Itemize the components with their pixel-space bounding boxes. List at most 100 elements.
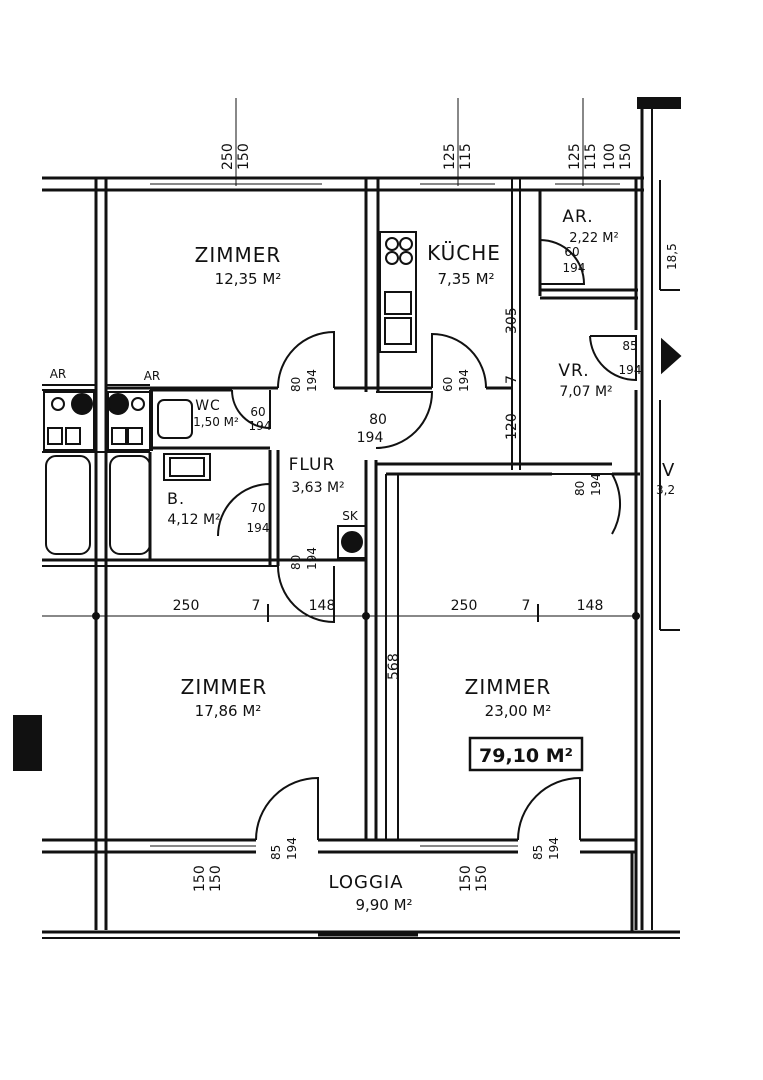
door-loggia-left [255, 776, 319, 841]
svg-text:150: 150 [618, 143, 634, 170]
room-name-loggia: LOGGIA [328, 872, 403, 893]
room-area-loggia: 9,90 M² [355, 896, 412, 914]
door-zimmer-right [552, 473, 622, 535]
svg-text:85: 85 [531, 845, 545, 860]
wall-bottom-rooms [42, 838, 636, 854]
label-sk: SK [342, 509, 359, 523]
svg-text:85: 85 [269, 845, 283, 860]
door-bad [217, 482, 271, 537]
sk-shaft [337, 525, 367, 559]
svg-text:125: 125 [567, 143, 583, 170]
svg-text:150: 150 [208, 865, 224, 892]
room-area-wc: 1,50 M² [193, 415, 239, 429]
svg-text:60: 60 [250, 405, 265, 419]
dim-row-right-c: 148 [577, 598, 604, 614]
door-label-zimmer-top: 80 194 [289, 369, 319, 392]
room-area-zimmer-left: 17,86 M² [195, 702, 262, 720]
door-wc [231, 389, 271, 430]
door-kueche [431, 332, 487, 389]
left-black-block [13, 715, 42, 771]
room-area-zimmer-right: 23,00 M² [485, 702, 552, 720]
room-name-ar: AR. [562, 207, 593, 227]
wall-kueche-vr [511, 178, 521, 470]
svg-text:115: 115 [458, 143, 474, 170]
door-label-flur: 80 194 [357, 412, 387, 446]
svg-text:80: 80 [289, 377, 303, 392]
room-name-bad: B. [167, 489, 185, 508]
svg-text:194: 194 [589, 473, 603, 496]
svg-text:70: 70 [250, 501, 265, 515]
room-area-zimmer-top: 12,35 M² [215, 270, 282, 288]
dim-right-edge: 18,5 [665, 243, 679, 270]
wall-left-column [94, 178, 108, 930]
dim-row-right-a: 250 [451, 598, 478, 614]
labels-layer: ZIMMER 12,35 M² KÜCHE 7,35 M² AR. 2,22 M… [50, 143, 679, 914]
wet-rooms [42, 384, 366, 567]
svg-text:80: 80 [573, 481, 587, 496]
svg-text:150: 150 [236, 143, 252, 170]
dim-window-top-right: 125 115 [567, 143, 599, 170]
total-area: 79,10 M² [479, 745, 573, 767]
room-name-zimmer-left: ZIMMER [181, 675, 268, 699]
svg-text:7: 7 [504, 375, 520, 384]
dim-window-bottom-right: 150 150 [458, 865, 490, 892]
top-right-bar [637, 97, 681, 109]
svg-text:60: 60 [441, 377, 455, 392]
doors [217, 239, 637, 841]
exterior-wall-top [42, 176, 644, 192]
svg-text:80: 80 [289, 555, 303, 570]
svg-text:194: 194 [247, 521, 270, 535]
dim-window-top-mid: 125 115 [442, 143, 474, 170]
door-label-kueche-ar: 60 194 [563, 245, 586, 275]
svg-text:125: 125 [442, 143, 458, 170]
dim-row-left-a: 250 [173, 598, 200, 614]
wall-loggia [42, 852, 680, 939]
svg-text:18,5: 18,5 [665, 243, 679, 270]
svg-text:194: 194 [285, 837, 299, 860]
door-zimmer-left [277, 565, 335, 624]
svg-text:194: 194 [357, 430, 384, 446]
wall-abstellraum [538, 178, 638, 330]
door-vr-entry [589, 335, 637, 382]
dim-row-right-b: 7 [522, 598, 531, 614]
room-area-flur: 3,63 M² [291, 480, 344, 496]
dim-kueche-depth: 305 [504, 307, 520, 334]
dim-window-top-left: 250 150 [220, 143, 252, 170]
label-ar-mid: AR [144, 369, 161, 383]
total-area-box [468, 736, 584, 772]
room-area-ar: 2,22 M² [569, 231, 619, 246]
svg-text:80: 80 [369, 412, 387, 428]
room-name-vr: VR. [558, 361, 589, 381]
svg-text:120: 120 [504, 413, 520, 440]
dim-row-left-b: 7 [252, 598, 261, 614]
room-name-zimmer-right: ZIMMER [465, 675, 552, 699]
svg-text:194: 194 [547, 837, 561, 860]
door-label-kueche: 60 194 [441, 369, 471, 392]
svg-text:305: 305 [504, 307, 520, 334]
wall-zimmer-kueche [364, 178, 380, 392]
dim-room-depth: 568 [386, 653, 402, 680]
ar-fixtures [47, 393, 145, 445]
entry-arrow-icon [661, 337, 682, 375]
door-label-zimmer-left: 80 194 [289, 547, 319, 570]
wall-vr-zimmer-right [376, 462, 640, 476]
label-ar-left: AR [50, 367, 67, 381]
room-area-vr: 7,07 M² [559, 384, 612, 400]
dimension-line-middle [42, 604, 640, 622]
dim-row-left-c: 148 [309, 598, 336, 614]
svg-text:250: 250 [220, 143, 236, 170]
svg-text:194: 194 [457, 369, 471, 392]
dim-window-top-far: 100 150 [602, 143, 634, 170]
svg-text:194: 194 [305, 369, 319, 392]
svg-text:85: 85 [622, 339, 637, 353]
door-loggia-right [517, 776, 581, 841]
wall-flur [268, 450, 399, 840]
svg-text:194: 194 [563, 261, 586, 275]
room-name-wc: WC [195, 398, 221, 414]
svg-text:100: 100 [602, 143, 618, 170]
room-area-kueche: 7,35 M² [437, 270, 494, 288]
svg-text:194: 194 [249, 419, 272, 433]
fragment-area: 3,2 [656, 483, 675, 497]
door-label-wc: 60 194 [249, 405, 272, 433]
door-label-loggia-left: 85 194 [269, 837, 299, 860]
